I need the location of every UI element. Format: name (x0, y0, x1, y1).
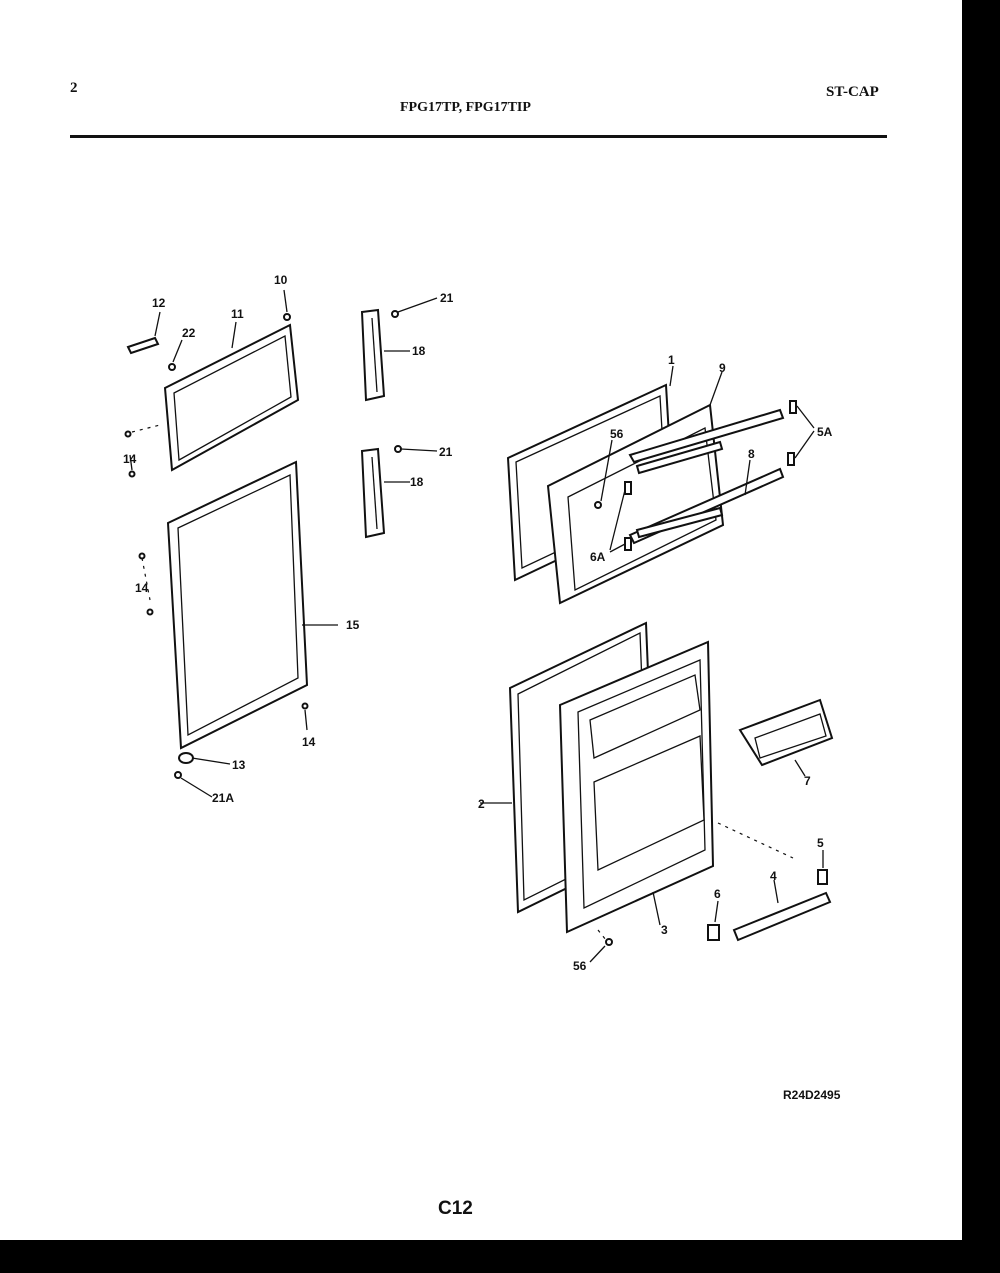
callout-15: 15 (346, 618, 360, 632)
part-21a-screw (174, 771, 213, 798)
callout-6a: 6A (590, 550, 606, 564)
part-3-fresh-food-door-liner (558, 640, 715, 934)
part-6-end-cap (707, 900, 720, 941)
page-number: 2 (70, 80, 78, 96)
part-11-freezer-gasket (163, 321, 300, 472)
callout-21a: 21A (212, 791, 234, 805)
callout-56-upper: 56 (610, 427, 624, 441)
part-4-bar (732, 879, 832, 942)
part-7-mount-line (717, 822, 794, 859)
part-6a-upper-clips (609, 481, 632, 553)
callout-11: 11 (231, 307, 244, 321)
part-56-lower-screw (589, 929, 613, 963)
part-18-upper-handle (360, 308, 410, 402)
callout-14-upper: 14 (123, 452, 137, 466)
part-21-upper-screw (391, 297, 438, 318)
part-10-screw (283, 289, 291, 321)
callout-18-lower: 18 (410, 475, 424, 489)
section-code: ST-CAP (826, 84, 879, 100)
part-14-middle-screws (138, 552, 154, 616)
callout-21-lower: 21 (439, 445, 453, 459)
callout-10: 10 (274, 273, 288, 287)
callout-14-middle: 14 (135, 581, 149, 595)
part-13-hinge-bushing (178, 752, 231, 765)
header-rule (70, 135, 887, 138)
part-14-bottom-screw (301, 702, 309, 731)
callout-6: 6 (714, 887, 721, 901)
drawing-reference: R24D2495 (783, 1088, 841, 1102)
callout-8: 8 (748, 447, 755, 461)
callout-56-lower: 56 (573, 959, 587, 973)
callout-9: 9 (719, 361, 726, 375)
callout-4: 4 (770, 869, 777, 883)
callout-5: 5 (817, 836, 824, 850)
part-5a-rail-clips (787, 400, 815, 466)
callout-21-upper: 21 (440, 291, 454, 305)
callout-2: 2 (478, 797, 485, 811)
model-title: FPG17TP, FPG17TIP (400, 100, 531, 115)
part-8-lower-rail (628, 459, 785, 545)
callout-1: 1 (668, 353, 675, 367)
callout-13: 13 (232, 758, 246, 772)
part-18-lower-handle (360, 447, 410, 539)
callout-7: 7 (804, 774, 811, 788)
page-code: C12 (438, 1198, 473, 1219)
part-5-end-cap (817, 850, 828, 885)
part-7-dairy-door (738, 698, 834, 777)
exploded-parts-diagram: 12 11 10 22 14 14 14 15 13 21A 21 18 21 … (123, 273, 834, 973)
callout-14-bottom: 14 (302, 735, 316, 749)
part-56-upper-screw (594, 439, 613, 509)
diagram-sheet: 2 FPG17TP, FPG17TIP ST-CAP (0, 0, 962, 1240)
part-22-screw (168, 339, 183, 371)
part-21-lower-screw (394, 445, 438, 453)
callout-3: 3 (661, 923, 668, 937)
part-14-upper-screws (124, 424, 161, 478)
callout-12: 12 (152, 296, 166, 310)
callout-5a: 5A (817, 425, 833, 439)
callout-18-upper: 18 (412, 344, 426, 358)
callout-22: 22 (182, 326, 196, 340)
part-15-fresh-food-gasket (166, 460, 338, 750)
part-12-trim-strip (126, 311, 161, 355)
part-8-upper-rail (628, 408, 785, 475)
